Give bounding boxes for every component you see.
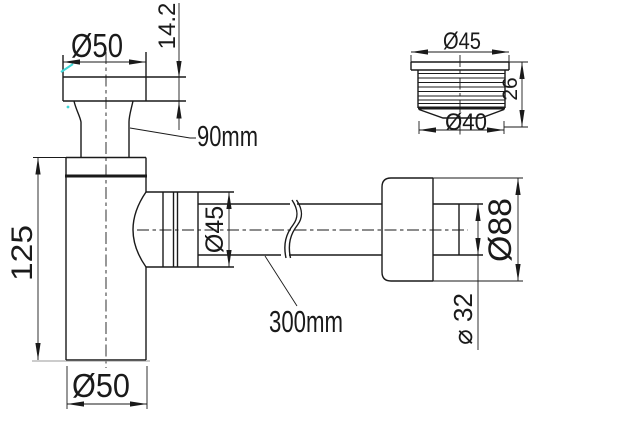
dim-fitting-height: 26 <box>499 77 522 100</box>
note-pipe-length: 300mm <box>269 304 343 339</box>
thread-lines <box>418 73 505 104</box>
dim-outlet-nut-diameter: Ø45 <box>201 206 229 253</box>
accent-mark <box>60 63 74 73</box>
drain-fitting-view: Ø45 Ø40 26 <box>410 28 528 136</box>
dimensions-trap: Ø50 14.2 90mm 125 Ø50 Ø45 300mm <box>6 3 521 409</box>
dim-fitting-bottom-diameter: Ø40 <box>445 109 487 136</box>
leader-300mm <box>264 255 298 307</box>
dim-cap-height: 14.2 <box>154 3 181 50</box>
dim-body-height: 125 <box>6 225 39 281</box>
wall-flange-outline <box>381 177 433 282</box>
dim-pipe-diameter: ⌀ 32 <box>448 293 478 345</box>
ball-joint-arc <box>132 191 147 268</box>
dim-wall-flange-diameter: Ø88 <box>482 198 518 262</box>
pipe-break-line <box>284 199 298 259</box>
wall-flange <box>381 177 523 282</box>
note-tailpiece-length: 90mm <box>197 121 258 153</box>
dim-base-diameter: Ø50 <box>72 367 130 404</box>
pipe-break-line <box>288 199 303 259</box>
dim-fitting-top-diameter: Ø45 <box>443 28 481 55</box>
fitting-bottom-cup <box>418 108 505 119</box>
tailpiece-neck-right <box>128 100 134 158</box>
accent-dot <box>66 105 70 109</box>
outlet-and-pipe <box>137 191 468 268</box>
leader-90mm <box>129 127 196 139</box>
dim-cap-diameter: Ø50 <box>71 27 123 64</box>
tailpiece-neck-left <box>73 100 82 158</box>
bottle-trap-front-view <box>60 52 186 368</box>
